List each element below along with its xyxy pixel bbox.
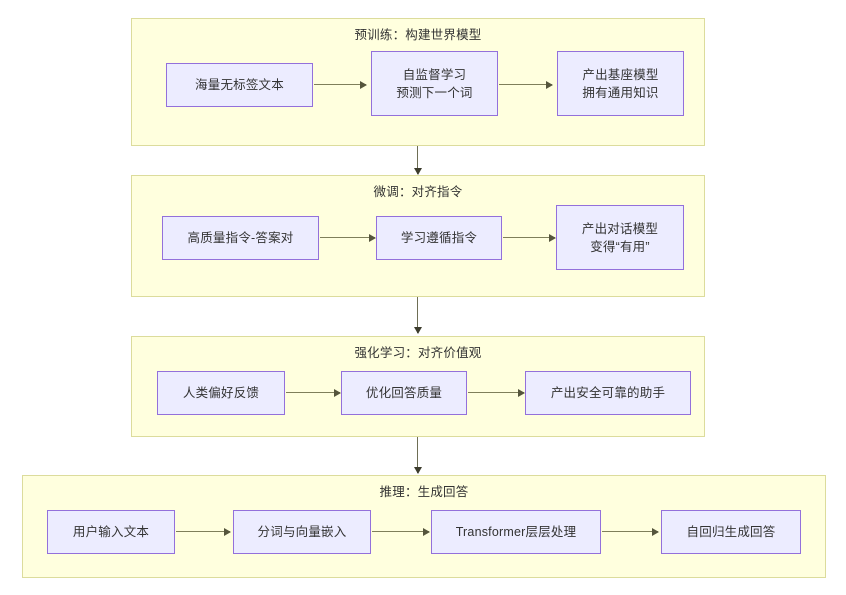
stage-pretrain: 预训练：构建世界模型 海量无标签文本 自监督学习 预测下一个词 产出基座模型 拥…	[131, 18, 705, 146]
stage-finetune: 微调：对齐指令 高质量指令-答案对 学习遵循指令 产出对话模型 变得“有用”	[131, 175, 705, 297]
arrow-inference-1-to-2	[176, 531, 230, 533]
stage-pretrain-title: 预训练：构建世界模型	[354, 28, 482, 42]
node-finetune-chat-model[interactable]: 产出对话模型 变得“有用”	[556, 205, 684, 270]
stage-inference-title: 推理：生成回答	[379, 485, 469, 499]
stage-rlhf: 强化学习：对齐价值观 人类偏好反馈 优化回答质量 产出安全可靠的助手	[131, 336, 705, 437]
node-inference-user-input[interactable]: 用户输入文本	[47, 510, 175, 554]
node-rlhf-human-feedback[interactable]: 人类偏好反馈	[157, 371, 285, 415]
node-finetune-instruction-pairs[interactable]: 高质量指令-答案对	[162, 216, 319, 260]
node-finetune-follow-instructions[interactable]: 学习遵循指令	[376, 216, 502, 260]
stage-finetune-title: 微调：对齐指令	[373, 185, 463, 199]
node-pretrain-self-supervised[interactable]: 自监督学习 预测下一个词	[371, 51, 498, 116]
stage-rlhf-title: 强化学习：对齐价值观	[354, 346, 482, 360]
node-inference-autoregressive-output[interactable]: 自回归生成回答	[661, 510, 801, 554]
arrow-pretrain-2-to-3	[499, 84, 552, 86]
arrow-rlhf-2-to-3	[468, 392, 524, 394]
node-rlhf-optimize-quality[interactable]: 优化回答质量	[341, 371, 467, 415]
stage-inference: 推理：生成回答 用户输入文本 分词与向量嵌入 Transformer层层处理 自…	[22, 475, 826, 578]
arrow-finetune-1-to-2	[320, 237, 375, 239]
arrow-finetune-2-to-3	[503, 237, 555, 239]
node-inference-transformer-layers[interactable]: Transformer层层处理	[431, 510, 601, 554]
arrow-rlhf-1-to-2	[286, 392, 340, 394]
arrow-stage-finetune-to-rlhf	[417, 297, 419, 333]
arrow-stage-pretrain-to-finetune	[417, 146, 419, 174]
arrow-inference-2-to-3	[372, 531, 429, 533]
arrow-inference-3-to-4	[602, 531, 658, 533]
node-inference-tokenize-embed[interactable]: 分词与向量嵌入	[233, 510, 371, 554]
arrow-stage-rlhf-to-inference	[417, 437, 419, 473]
node-pretrain-base-model[interactable]: 产出基座模型 拥有通用知识	[557, 51, 684, 116]
arrow-pretrain-1-to-2	[314, 84, 366, 86]
node-pretrain-massive-text[interactable]: 海量无标签文本	[166, 63, 313, 107]
node-rlhf-safe-assistant[interactable]: 产出安全可靠的助手	[525, 371, 691, 415]
